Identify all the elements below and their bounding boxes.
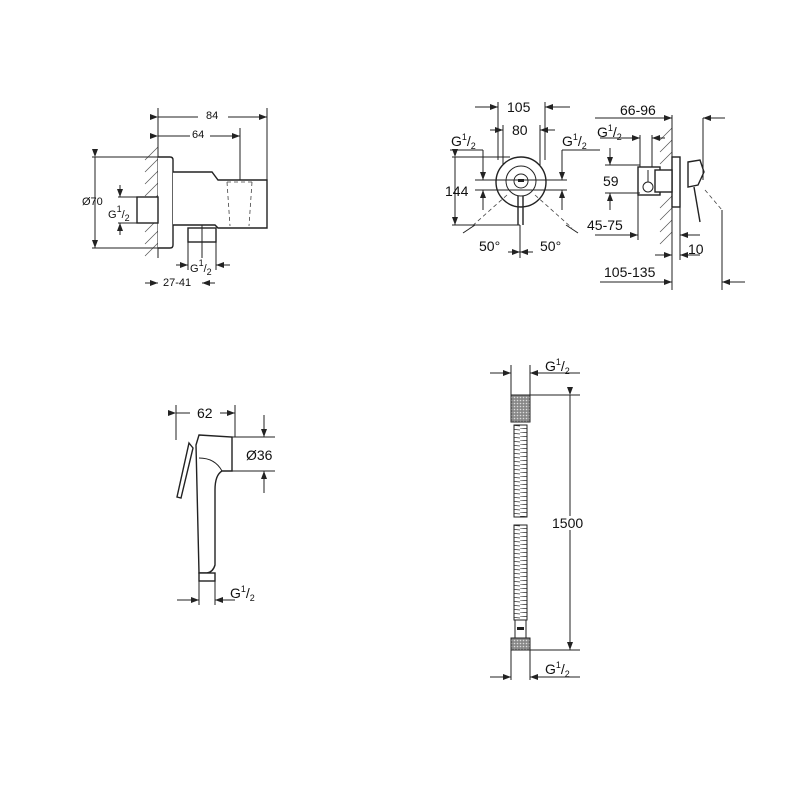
dim-valve-thread-left: G1/2 <box>451 132 476 151</box>
valve-front-drawing <box>450 102 600 258</box>
dim-valve-width-inner: 80 <box>512 122 528 138</box>
dim-spray-length: 62 <box>197 405 213 421</box>
dim-valve-width-outer: 105 <box>507 99 531 115</box>
dim-hose-thread-bottom: G1/2 <box>545 660 570 679</box>
dim-width-body: 64 <box>192 129 205 141</box>
dim-angle-right: 50° <box>540 238 562 254</box>
dim-side-depth: 66-96 <box>620 102 656 118</box>
dim-angle-left: 50° <box>479 238 501 254</box>
dim-spray-diameter: Ø36 <box>246 447 273 463</box>
dim-thread-inlet: G1/2 <box>108 204 130 223</box>
dim-center-height: 59 <box>603 173 619 189</box>
dim-total-depth: 105-135 <box>604 264 656 280</box>
valve-side-drawing <box>595 115 745 290</box>
dim-diameter: Ø70 <box>82 196 103 208</box>
dim-plate: 10 <box>688 241 704 257</box>
dim-width-overall: 84 <box>206 110 219 122</box>
dim-thread-outlet: G1/2 <box>190 258 212 277</box>
dim-valve-thread-right: G1/2 <box>562 132 587 151</box>
dim-spray-thread: G1/2 <box>230 584 255 603</box>
dim-hose-thread-top: G1/2 <box>545 357 570 376</box>
dim-install-depth: 45-75 <box>587 217 623 233</box>
dim-side-thread: G1/2 <box>597 123 622 142</box>
hand-spray-drawing <box>168 405 275 605</box>
hose-drawing <box>490 365 580 680</box>
dim-projection: 27-41 <box>163 277 192 289</box>
dim-valve-height: 144 <box>445 183 469 199</box>
dim-hose-length: 1500 <box>552 515 584 531</box>
wall-outlet-drawing <box>92 108 268 286</box>
